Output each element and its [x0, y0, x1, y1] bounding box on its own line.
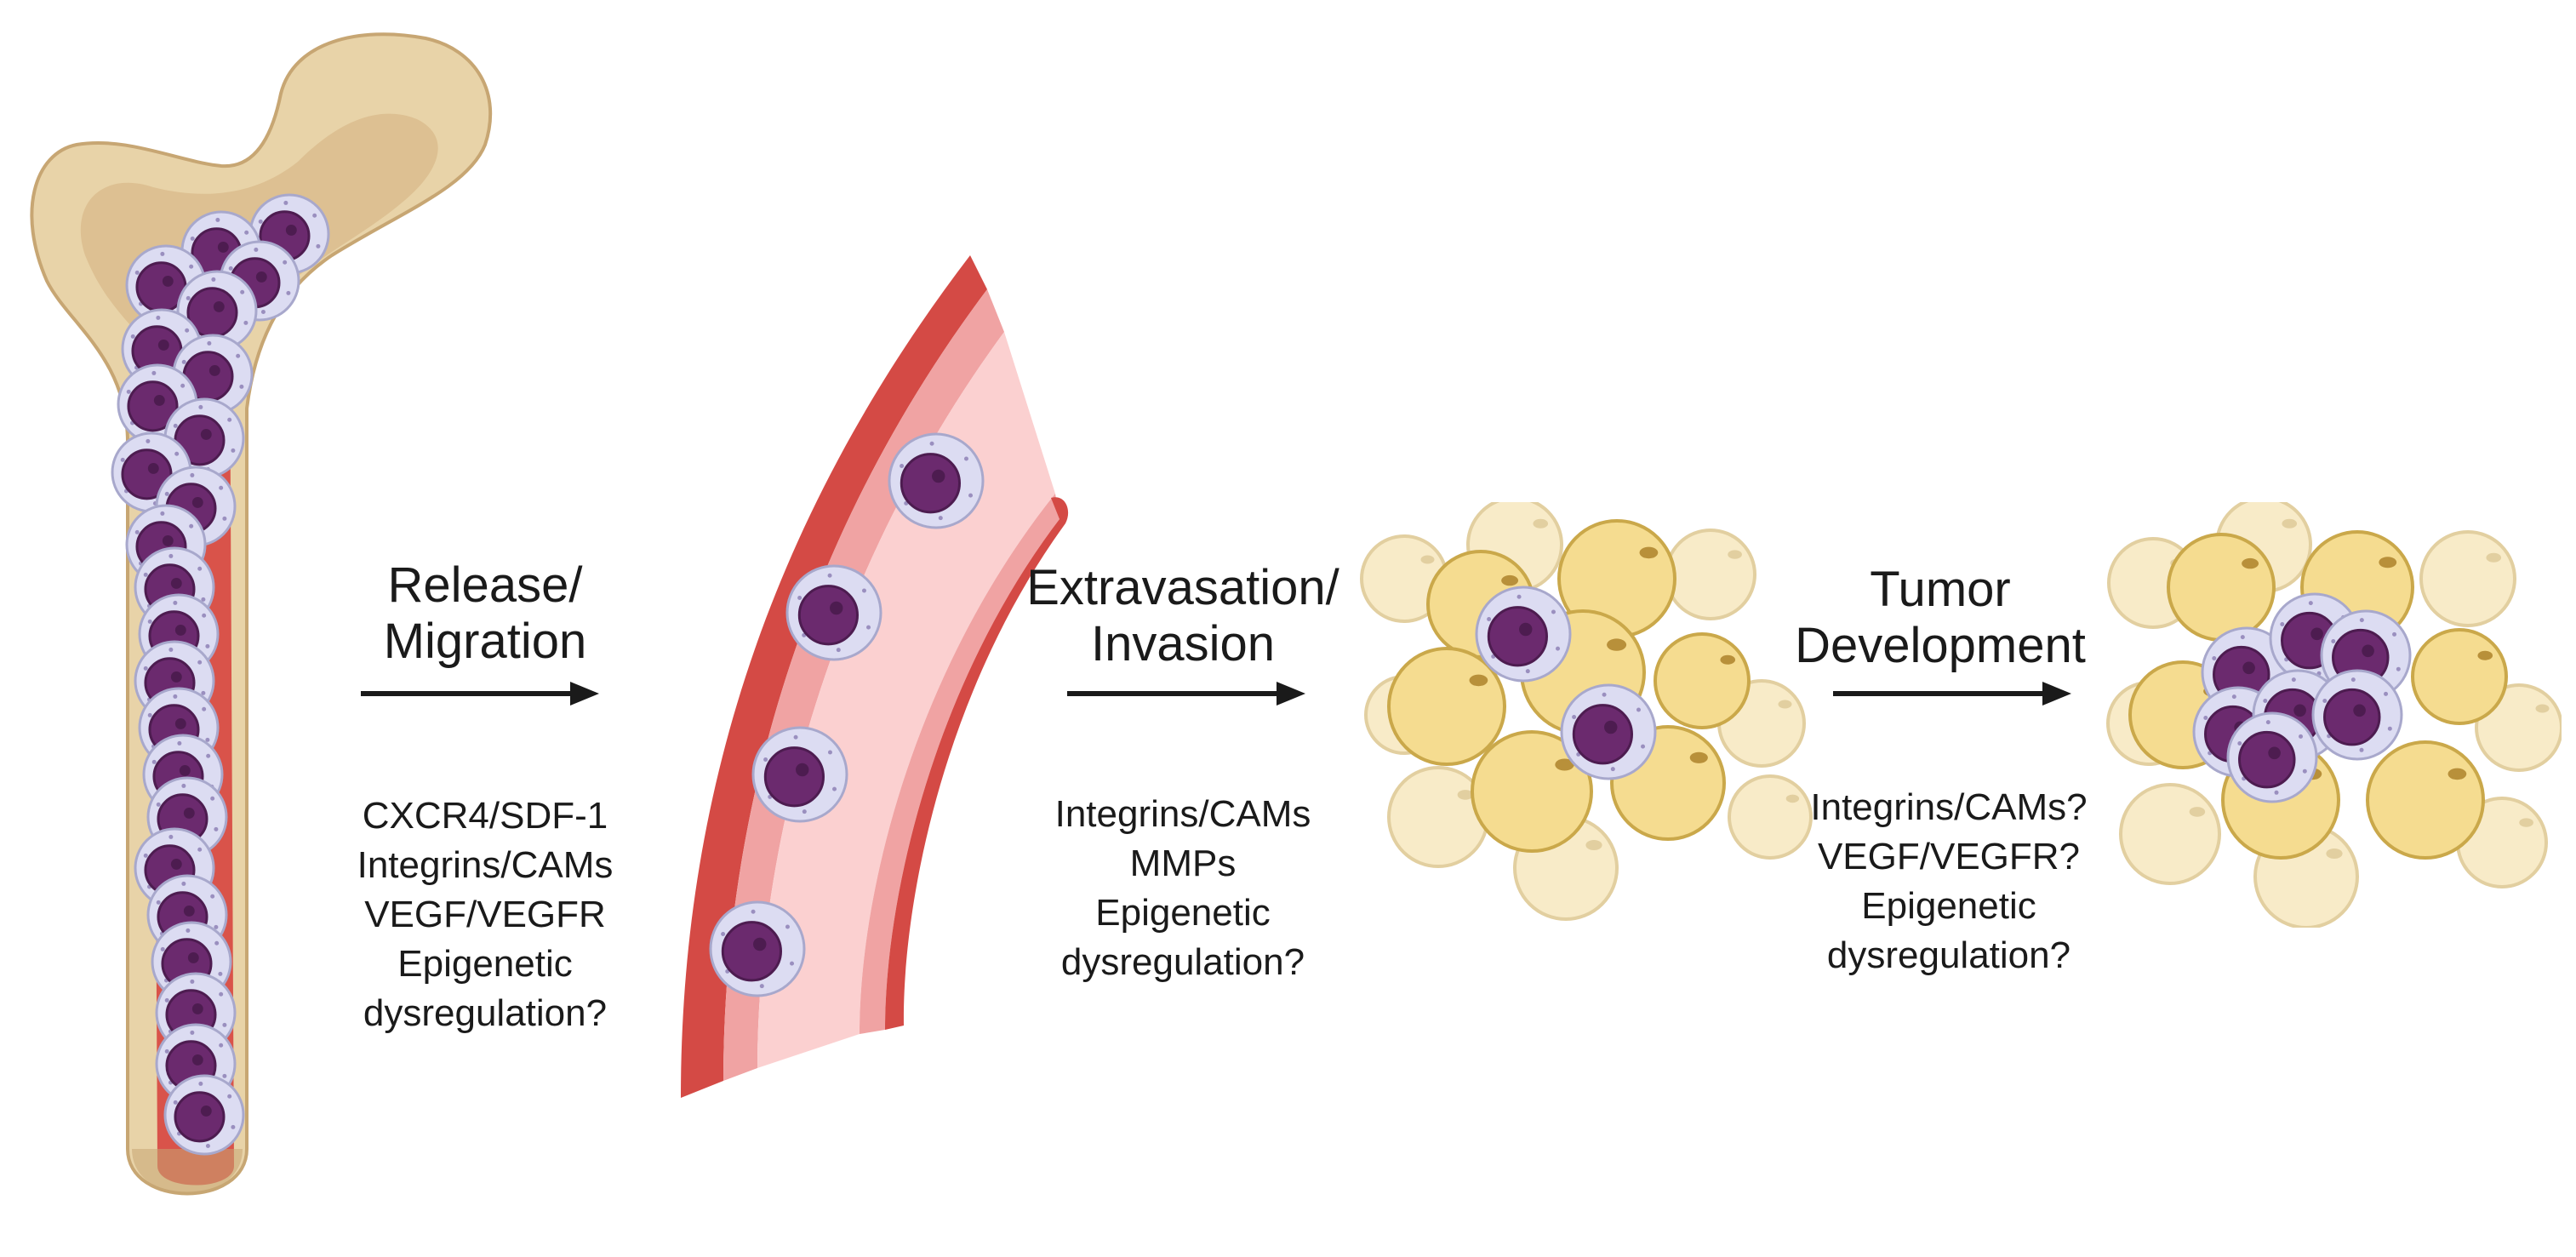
invading-myeloma-cells — [1475, 586, 1657, 780]
adipocyte — [2366, 740, 2485, 860]
adipocyte — [1387, 647, 1506, 766]
myeloma-cell — [709, 900, 806, 997]
femur-with-myeloma-cells-icon — [30, 32, 493, 1196]
tumor-factor: Integrins/CAMs? — [1810, 786, 2088, 828]
extravasation-title: Extravasation/ Invasion — [1004, 560, 1362, 672]
extravasation-title-line-1: Extravasation/ — [1026, 560, 1339, 615]
tumor-myeloma-cells — [2192, 592, 2412, 803]
adipocyte — [2119, 783, 2221, 885]
tumor-title: Tumor Development — [1787, 562, 2093, 674]
right-arrow-icon — [1833, 682, 2071, 706]
blood-vessel-with-circulating-cells-icon — [681, 255, 1069, 1098]
tumor-factors: Integrins/CAMs? VEGF/VEGFR? Epigenetic d… — [1787, 783, 2110, 980]
vessel-lumen — [757, 332, 1055, 1068]
adipocyte — [1654, 632, 1751, 729]
adipocyte — [2411, 628, 2508, 725]
tumor-factor: dysregulation? — [1826, 934, 2071, 976]
vessel-endothelium-left — [723, 289, 1004, 1081]
myeloma-cell — [163, 1074, 245, 1156]
circulating-myeloma-cells — [709, 432, 985, 997]
extravasation-factors: Integrins/CAMs MMPs Epigenetic dysregula… — [1004, 790, 1362, 987]
extravasation-factor: dysregulation? — [1060, 941, 1305, 983]
myeloma-cell — [888, 432, 985, 529]
migration-factor: Integrins/CAMs — [357, 844, 614, 886]
tumor-cluster-in-adipose-tissue-icon — [2106, 502, 2562, 928]
adipocyte — [1665, 529, 1756, 620]
migration-title: Release/ Migration — [323, 557, 647, 670]
extravasation-factor: Integrins/CAMs — [1054, 793, 1311, 835]
vessel-wall-right — [885, 497, 1069, 1030]
adipocyte — [1471, 730, 1593, 853]
myeloma-cell — [2226, 711, 2318, 803]
femur-distal-end — [132, 1149, 243, 1194]
adipocyte — [2475, 683, 2562, 772]
myeloma-cell — [785, 564, 882, 661]
myeloma-cell — [1475, 586, 1572, 683]
migration-factor: CXCR4/SDF-1 — [362, 795, 608, 837]
migration-factor: Epigenetic — [397, 943, 573, 985]
myeloma-cell — [2311, 669, 2403, 761]
migration-title-line-2: Migration — [383, 614, 587, 669]
migration-factor: VEGF/VEGFR — [364, 894, 606, 935]
adipocyte — [2419, 530, 2516, 627]
vessel-endothelium-right — [860, 494, 1060, 1034]
myeloma-cells-in-marrow — [111, 193, 330, 1156]
extravasation-title-line-2: Invasion — [1090, 616, 1276, 671]
adipocyte — [1728, 774, 1813, 860]
tumor-title-line-1: Tumor — [1870, 562, 2011, 617]
tumor-factor: Epigenetic — [1861, 885, 2036, 927]
right-arrow-icon — [361, 682, 599, 706]
adipocyte — [2167, 533, 2276, 642]
extravasation-factor: MMPs — [1129, 843, 1237, 884]
myeloma-cell — [1560, 683, 1657, 780]
tumor-title-line-2: Development — [1795, 618, 2086, 673]
extravasation-factor: Epigenetic — [1095, 892, 1271, 934]
adipose-tissue-with-invading-cells-icon — [1360, 502, 1813, 921]
right-arrow-icon — [1067, 682, 1305, 706]
migration-factors: CXCR4/SDF-1 Integrins/CAMs VEGF/VEGFR Ep… — [306, 791, 664, 1038]
tumor-factor: VEGF/VEGFR? — [1817, 836, 2081, 877]
vessel-wall-left — [681, 255, 987, 1098]
migration-title-line-1: Release/ — [387, 557, 583, 613]
migration-factor: dysregulation? — [363, 992, 608, 1034]
myeloma-cell — [751, 726, 848, 823]
